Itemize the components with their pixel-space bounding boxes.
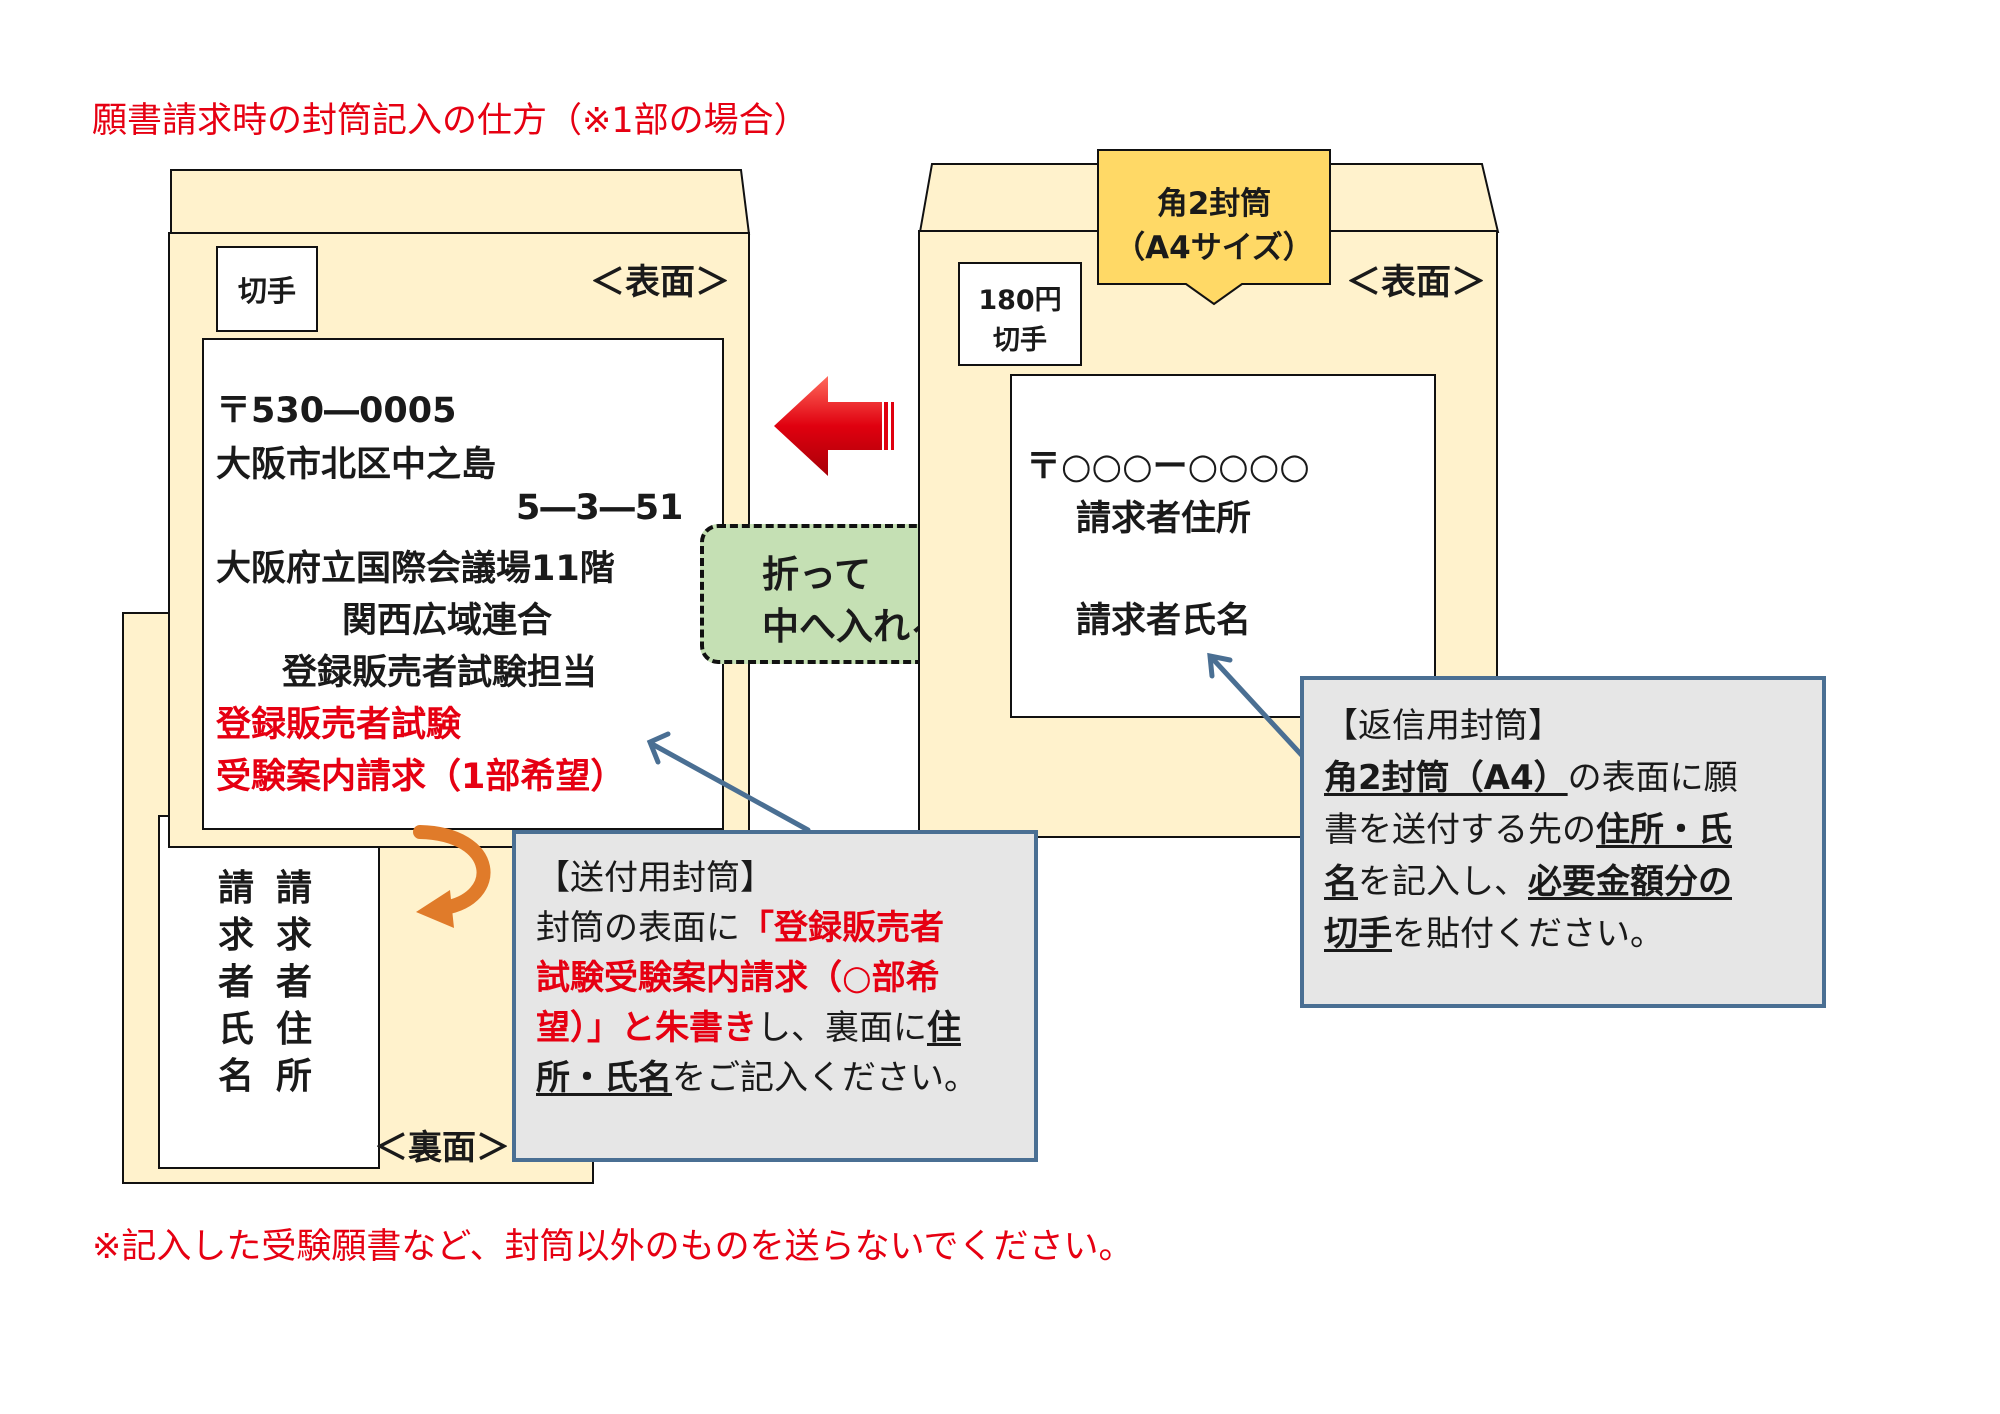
send-note-title: 【送付用封筒】	[536, 858, 774, 898]
reply-note-text: を記入し、	[1358, 862, 1528, 902]
reply-note: 【返信用封筒】 角2封筒（A4）の表面に願 書を送付する先の住所・氏 名を記入し…	[1300, 676, 1826, 1008]
send-note: 【送付用封筒】 封筒の表面に「登録販売者 試験受験案内請求（○部希 望）」と朱書…	[512, 830, 1038, 1162]
flip-arrow-icon	[413, 825, 491, 928]
reply-note-underline: 住所・氏	[1596, 810, 1732, 850]
size-callout-line2: （A4サイズ）	[1114, 230, 1314, 266]
requester-name-label: 請求者氏名	[1076, 601, 1252, 641]
reply-postal-code: 〒○○○ー○○○○	[1026, 447, 1310, 487]
back-column-address: 請 求 者 住 所	[276, 868, 313, 1097]
send-note-text: し、裏面に	[757, 1008, 927, 1048]
reply-address-card: 〒○○○ー○○○○ 請求者住所 請求者氏名	[1010, 374, 1436, 718]
reply-note-underline: 角2封筒（A4）	[1324, 758, 1568, 798]
requester-address-label: 請求者住所	[1076, 499, 1252, 539]
send-note-red-text: 「登録販売者	[740, 908, 944, 948]
footnote: ※記入した受験願書など、封筒以外のものを送らないでください。	[92, 1227, 1134, 1267]
address-line: 5―3―51	[516, 488, 684, 528]
send-note-text: 封筒の表面に	[536, 908, 740, 948]
send-envelope-front: 切手 ＜表面＞ 〒530―0005 大阪市北区中之島 5―3―51 大阪府立国際…	[168, 232, 750, 848]
reply-note-text: の表面に願	[1567, 758, 1738, 798]
size-callout-line1: 角2封筒	[1156, 186, 1272, 222]
stamp-label: 切手	[237, 274, 296, 308]
send-note-underline: 住	[927, 1008, 961, 1048]
send-note-red-text: 望）」と朱書き	[536, 1008, 757, 1048]
fold-callout-line1: 折って	[762, 553, 872, 596]
back-label: ＜裏面＞	[374, 1128, 510, 1168]
send-note-text: をご記入ください。	[672, 1058, 978, 1098]
stamp-box: 切手	[216, 246, 318, 332]
back-info-card: 請 求 者 氏 名 請 求 者 住 所	[158, 815, 380, 1169]
back-column-name: 請 求 者 氏 名	[218, 868, 255, 1097]
postal-code: 〒530―0005	[216, 391, 457, 431]
reply-note-title: 【返信用封筒】	[1324, 706, 1562, 746]
reply-note-underline: 名	[1324, 862, 1358, 902]
reply-stamp-amount: 180円	[978, 285, 1062, 316]
reply-note-underline: 切手	[1324, 914, 1392, 954]
address-line: 大阪市北区中之島	[216, 445, 497, 485]
send-note-red-text: 試験受験案内請求（○部希	[536, 958, 940, 998]
reply-note-text: を貼付ください。	[1392, 914, 1664, 954]
address-line: 大阪府立国際会議場11階	[216, 549, 615, 589]
reply-stamp-label: 切手	[993, 325, 1047, 356]
reply-stamp-box: 180円 切手	[958, 262, 1082, 366]
request-line: 受験案内請求（1部希望）	[216, 757, 626, 797]
page-heading: 願書請求時の封筒記入の仕方（※1部の場合）	[92, 101, 809, 141]
address-card: 〒530―0005 大阪市北区中之島 5―3―51 大阪府立国際会議場11階 関…	[202, 338, 724, 830]
recipient-org: 関西広域連合	[342, 601, 553, 641]
send-note-underline: 所・氏名	[536, 1058, 672, 1098]
send-envelope-flap	[170, 169, 751, 235]
left-arrow-icon	[774, 376, 894, 476]
fold-callout-line2: 中へ入れる	[762, 605, 947, 648]
reply-note-underline: 必要金額分の	[1528, 862, 1732, 902]
reply-note-text: 書を送付する先の	[1324, 810, 1596, 850]
request-line: 登録販売者試験	[216, 705, 462, 745]
recipient-dept: 登録販売者試験担当	[282, 653, 598, 693]
reply-front-label: ＜表面＞	[1346, 263, 1487, 303]
front-label: ＜表面＞	[590, 263, 731, 303]
size-callout-shape	[1097, 149, 1331, 306]
